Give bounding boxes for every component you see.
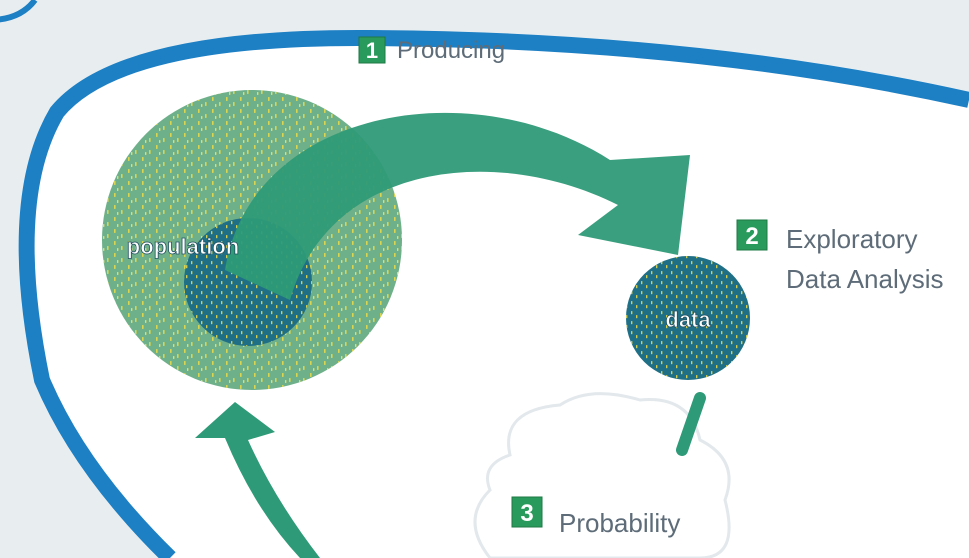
step-1-number: 1: [366, 38, 378, 63]
data-circle: [626, 256, 750, 380]
step-2-label-line1: Exploratory: [786, 224, 918, 254]
producing-data-arrow: [225, 112, 690, 300]
step-3-badge: [511, 496, 543, 528]
step-2-label-line2: Data Analysis: [786, 264, 944, 294]
corner-badge-outline: [0, 0, 38, 23]
panel-border-line: [18, 29, 969, 558]
step-3-number: 3: [520, 500, 533, 527]
step-2-number: 2: [745, 223, 758, 250]
data-to-probability-link: [676, 392, 706, 456]
data-label: data: [665, 307, 711, 332]
population-label: population: [127, 234, 239, 259]
step-2-badge: [736, 219, 768, 251]
step-1-label: Producing: [397, 37, 505, 64]
step-3-label: Probability: [559, 508, 680, 538]
inference-arrow: [195, 402, 320, 558]
step-1-badge: [358, 36, 386, 64]
